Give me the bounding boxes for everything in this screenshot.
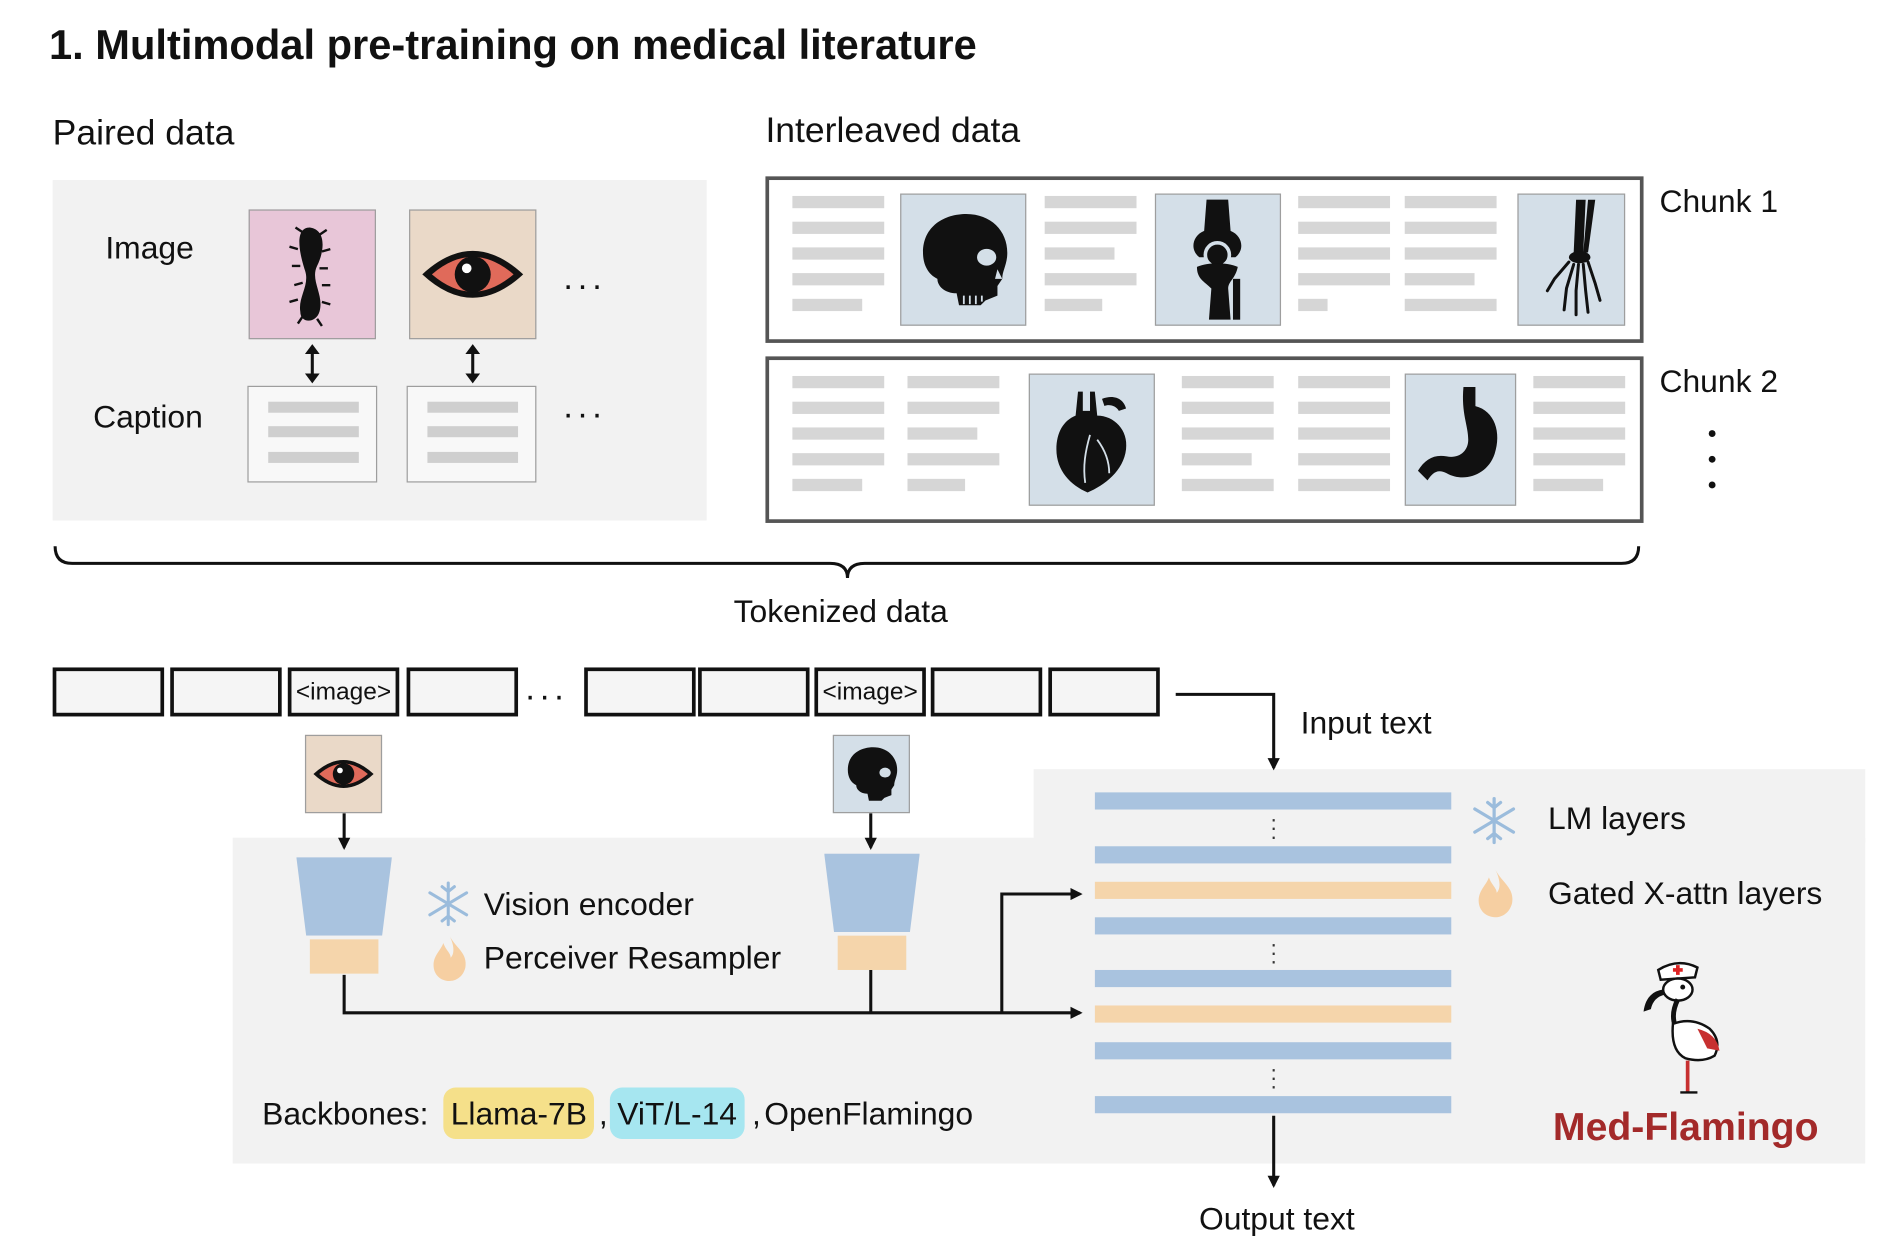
skull-image-small bbox=[832, 734, 910, 814]
perceiver-resampler-block-1 bbox=[309, 939, 379, 974]
paired-image-ellipsis: ... bbox=[563, 258, 607, 297]
chunk-2-label: Chunk 2 bbox=[1659, 362, 1779, 400]
xattn-layers-legend-label: Gated X-attn layers bbox=[1548, 874, 1823, 912]
knee-image bbox=[1154, 193, 1282, 326]
knee-joint-icon bbox=[1193, 199, 1242, 320]
backbones-label: Backbones: bbox=[262, 1094, 429, 1132]
paired-caption-ellipsis: ... bbox=[563, 387, 607, 425]
text-token bbox=[1048, 667, 1160, 717]
image-token: <image> bbox=[287, 667, 400, 717]
chunk-1-frame bbox=[765, 176, 1644, 343]
openflamingo-label: OpenFlamingo bbox=[764, 1094, 974, 1132]
paired-data-title: Paired data bbox=[52, 113, 235, 154]
caption-row-label: Caption bbox=[93, 398, 203, 435]
lm-layer bbox=[1094, 792, 1452, 810]
tokenize-brace bbox=[53, 546, 1641, 579]
layer-gap-dots: ··· bbox=[1270, 1056, 1278, 1099]
section-title: 1. Multimodal pre-training on medical li… bbox=[48, 22, 977, 69]
chunk-1-label: Chunk 1 bbox=[1659, 182, 1779, 220]
tokenized-data-label: Tokenized data bbox=[733, 592, 948, 630]
lm-layer bbox=[1094, 917, 1452, 935]
llama-chip: Llama-7B bbox=[443, 1087, 595, 1139]
vision-encoder-block-2 bbox=[824, 853, 920, 932]
layer-gap-dots: ··· bbox=[1270, 931, 1278, 974]
lm-layer bbox=[1094, 846, 1452, 864]
gated-xattn-layer bbox=[1094, 881, 1452, 899]
token-ellipsis: ... bbox=[525, 668, 569, 707]
eye-icon bbox=[313, 760, 374, 788]
vit-chip: ViT/L-14 bbox=[609, 1087, 745, 1139]
stomach-image bbox=[1404, 373, 1517, 506]
vision-encoder-label: Vision encoder bbox=[483, 885, 694, 923]
interleaved-data-title: Interleaved data bbox=[765, 111, 1021, 151]
lm-layer bbox=[1094, 1096, 1452, 1114]
text-token bbox=[698, 667, 810, 717]
eye-icon bbox=[422, 250, 524, 298]
lm-layer bbox=[1094, 1042, 1452, 1060]
text-token bbox=[406, 667, 519, 717]
output-text-label: Output text bbox=[1198, 1200, 1355, 1237]
more-chunks-dots bbox=[1708, 430, 1716, 489]
chunk-2-frame bbox=[765, 356, 1644, 523]
gated-xattn-layer bbox=[1094, 1005, 1452, 1023]
backbone-separator: , bbox=[751, 1094, 761, 1132]
anatomical-heart-icon bbox=[1056, 391, 1127, 493]
paired-data-panel bbox=[52, 180, 707, 521]
text-token bbox=[584, 667, 696, 717]
text-token bbox=[170, 667, 282, 717]
lm-layers-legend-label: LM layers bbox=[1548, 799, 1687, 837]
flamingo-mascot-icon bbox=[1643, 962, 1720, 1094]
image-row-label: Image bbox=[105, 229, 194, 266]
pair-link-arrow-2 bbox=[465, 344, 481, 384]
bacteria-icon bbox=[289, 226, 331, 327]
bacteria-image bbox=[248, 209, 376, 340]
perceiver-resampler-block-2 bbox=[837, 935, 907, 970]
caption-placeholder-1 bbox=[247, 385, 378, 483]
vision-encoder-block-1 bbox=[296, 857, 392, 936]
snowflake-icon bbox=[1473, 797, 1516, 845]
eye-image-small bbox=[304, 734, 383, 814]
image-token: <image> bbox=[814, 667, 926, 717]
heart-image bbox=[1028, 373, 1155, 506]
hand-xray-image bbox=[1517, 193, 1626, 326]
pair-link-arrow-1 bbox=[304, 344, 320, 384]
backbone-separator: , bbox=[598, 1094, 608, 1132]
input-text-label: Input text bbox=[1300, 704, 1432, 741]
snowflake-icon bbox=[428, 881, 469, 927]
skull-icon bbox=[922, 214, 1008, 306]
stomach-icon bbox=[1417, 386, 1498, 481]
caption-placeholder-2 bbox=[406, 385, 537, 483]
eye-image bbox=[409, 209, 537, 340]
perceiver-resampler-label: Perceiver Resampler bbox=[483, 939, 782, 977]
skull-image bbox=[900, 193, 1027, 326]
flame-icon bbox=[1478, 869, 1513, 918]
text-token bbox=[930, 667, 1043, 717]
layer-gap-dots: ··· bbox=[1270, 807, 1278, 849]
brand-name: Med-Flamingo bbox=[1552, 1104, 1819, 1149]
hand-bones-icon bbox=[1545, 199, 1602, 317]
flame-icon bbox=[433, 935, 466, 981]
skull-icon bbox=[847, 747, 898, 801]
text-token bbox=[52, 667, 165, 717]
lm-layer bbox=[1094, 969, 1452, 988]
